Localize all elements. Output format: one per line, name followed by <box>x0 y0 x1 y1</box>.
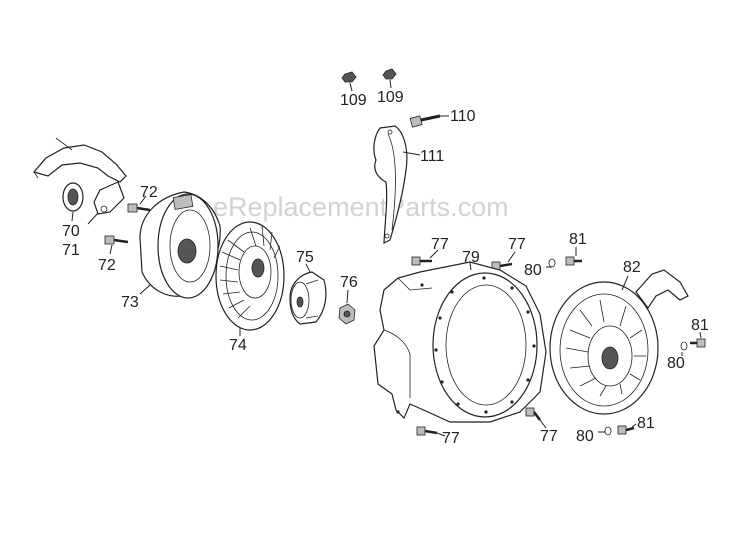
label-109-left: 109 <box>340 92 367 109</box>
bolt-77-top-left[interactable] <box>411 256 432 266</box>
blower-housing-79[interactable] <box>373 261 547 423</box>
bolt-81-right[interactable] <box>690 338 706 348</box>
nut-109-left[interactable] <box>341 71 357 83</box>
label-73: 73 <box>121 294 139 311</box>
label-81-top: 81 <box>569 231 587 248</box>
bolt-81-bottom[interactable] <box>617 425 635 435</box>
label-77-top-left: 77 <box>431 236 449 253</box>
label-72-upper: 72 <box>140 184 158 201</box>
label-82: 82 <box>623 259 641 276</box>
label-79: 79 <box>462 249 480 266</box>
bolt-72-lower[interactable] <box>104 235 129 245</box>
label-81-bottom: 81 <box>637 415 655 432</box>
label-70: 70 <box>62 223 80 240</box>
flywheel-73[interactable] <box>139 191 221 299</box>
label-80-right: 80 <box>667 355 685 372</box>
bolt-81-top[interactable] <box>565 256 582 266</box>
label-81-right: 81 <box>691 317 709 334</box>
starter-cup-75[interactable] <box>289 271 327 325</box>
bolt-77-bottom-left[interactable] <box>416 426 438 436</box>
watermark: eReplacementParts.com <box>213 192 509 222</box>
washer-80-bottom[interactable] <box>604 426 612 436</box>
label-71: 71 <box>62 242 80 259</box>
label-80-bottom: 80 <box>576 428 594 445</box>
bolt-110[interactable] <box>409 114 441 128</box>
label-75: 75 <box>296 249 314 266</box>
label-77-bottom-left: 77 <box>442 430 460 447</box>
label-72-lower: 72 <box>98 257 116 274</box>
bolt-72-upper[interactable] <box>127 203 151 213</box>
washer-80-top[interactable] <box>548 258 556 268</box>
recoil-starter-82[interactable] <box>549 269 689 415</box>
cooling-fan-74[interactable] <box>215 221 285 331</box>
label-77-bottom-right: 77 <box>540 428 558 445</box>
shroud-plate-111[interactable] <box>373 125 408 244</box>
label-74: 74 <box>229 337 247 354</box>
label-80-top: 80 <box>524 262 542 279</box>
nut-109-right[interactable] <box>382 68 397 80</box>
washer-80-right[interactable] <box>680 341 688 351</box>
label-77-top-right: 77 <box>508 236 526 253</box>
label-111: 111 <box>420 148 444 165</box>
label-109-right: 109 <box>377 89 404 106</box>
label-110: 110 <box>450 108 476 125</box>
seal-ring-70[interactable] <box>62 182 84 212</box>
label-76: 76 <box>340 274 358 291</box>
nut-76[interactable] <box>338 303 356 325</box>
ignition-coil-71[interactable] <box>32 137 127 215</box>
bolt-77-bottom-right[interactable] <box>525 407 541 421</box>
